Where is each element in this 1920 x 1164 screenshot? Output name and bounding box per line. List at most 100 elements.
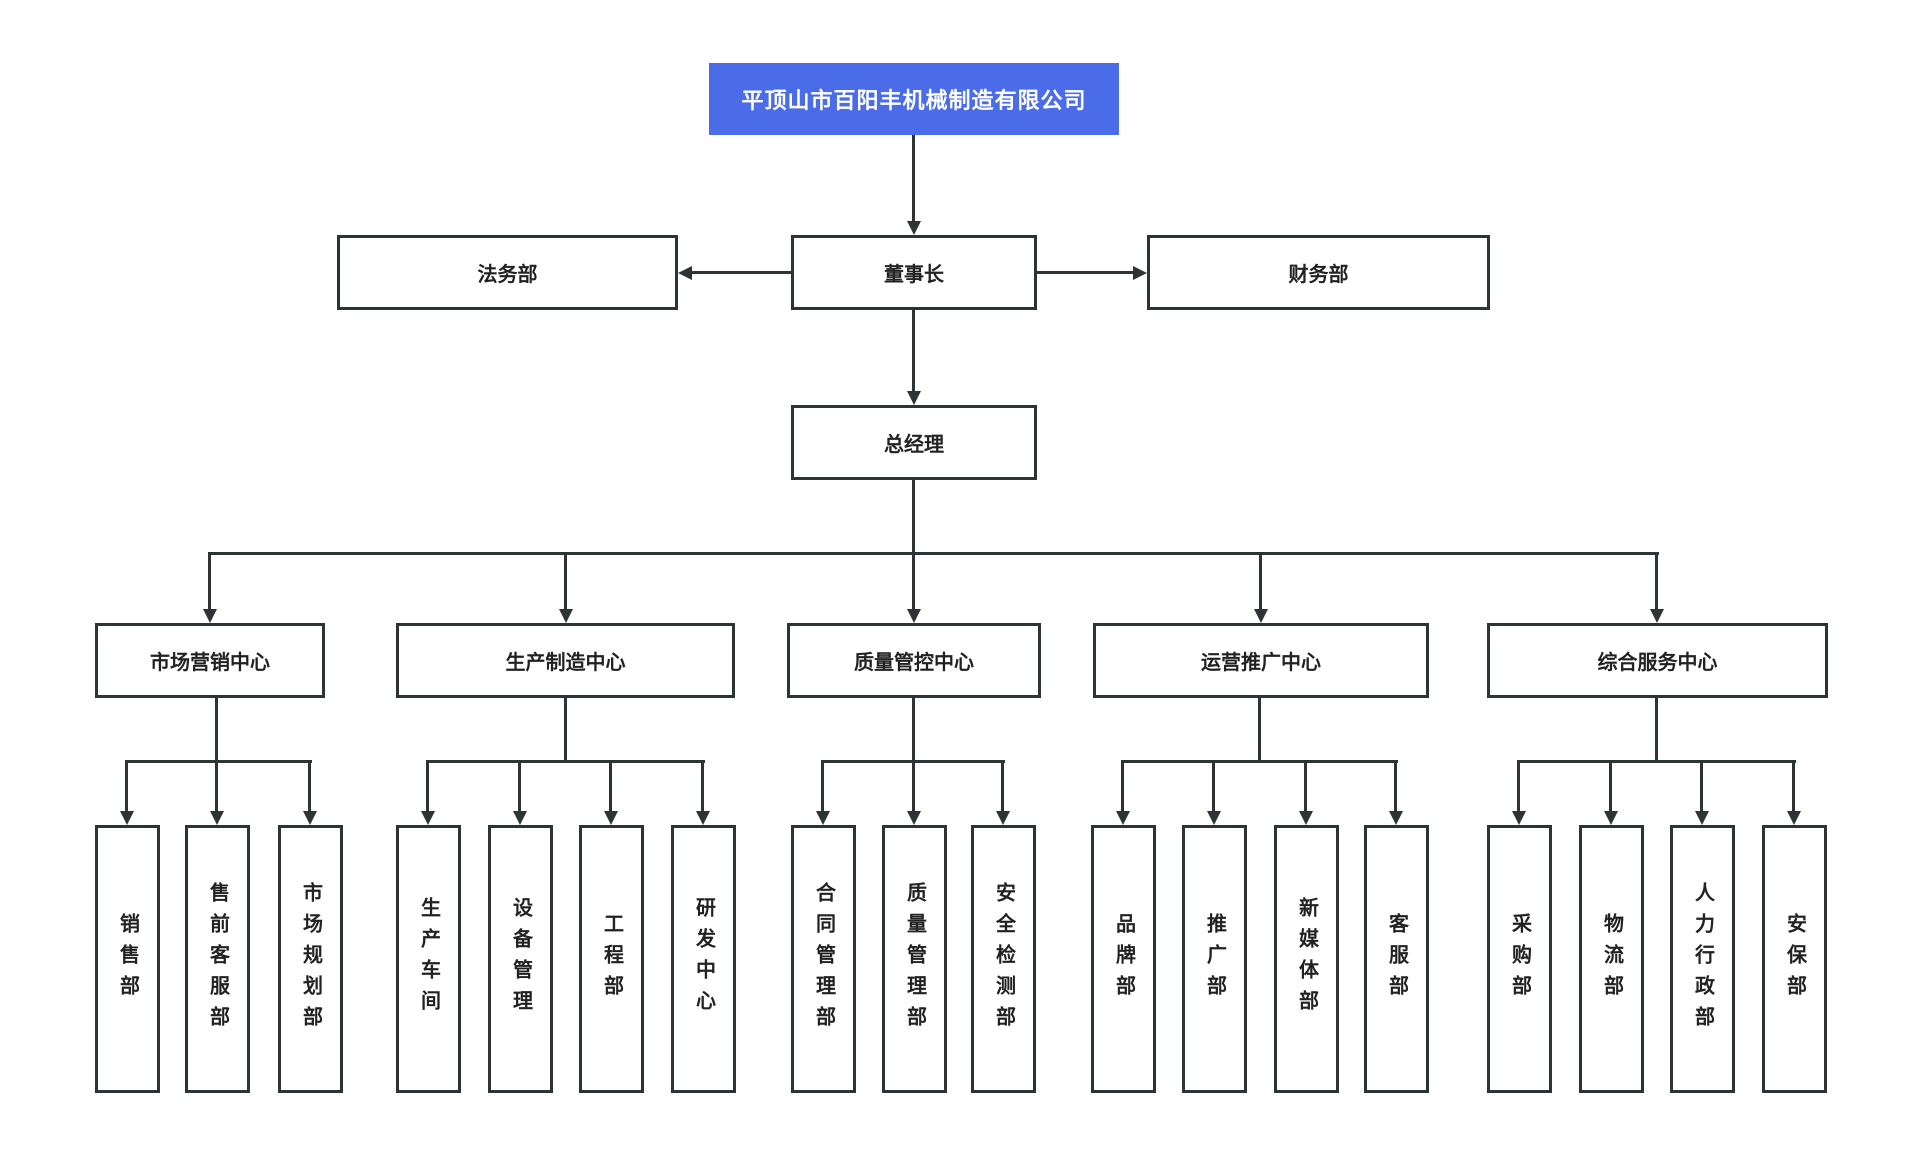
arrowhead-customer-service-icon — [1389, 811, 1403, 825]
service-center-label: 综合服务中心 — [1597, 652, 1718, 674]
org-node-rnd-center: 研发中心 — [671, 825, 736, 1093]
drop-line-logistics — [1609, 760, 1612, 811]
arrowhead-brand-icon — [1116, 811, 1130, 825]
edge-production-bus-line — [564, 698, 567, 760]
org-node-market-planning-dept: 市场规划部 — [278, 825, 343, 1093]
engineering-dept-label: 工程部 — [600, 912, 623, 1006]
service-bus-line — [1518, 760, 1796, 763]
org-node-logistics-dept: 物流部 — [1579, 825, 1644, 1093]
general-manager-label: 总经理 — [884, 434, 944, 456]
arrowhead-new-media-icon — [1299, 811, 1313, 825]
arrowhead-logistics-icon — [1604, 811, 1618, 825]
edge-chairman-finance-arrowhead-icon — [1133, 266, 1147, 280]
arrowhead-service-icon — [1650, 609, 1664, 623]
drop-line-rnd — [701, 760, 704, 811]
org-node-engineering-dept: 工程部 — [579, 825, 644, 1093]
drop-line-engineering — [609, 760, 612, 811]
drop-line-presales — [215, 760, 218, 811]
edge-service-bus-line — [1655, 698, 1658, 760]
marketing-bus-line — [126, 760, 312, 763]
marketing-center-label: 市场营销中心 — [150, 652, 270, 674]
arrowhead-marketing-icon — [203, 609, 217, 623]
drop-line-procurement — [1517, 760, 1520, 811]
production-workshop-label: 生产车间 — [417, 897, 440, 1021]
org-node-hr-admin-dept: 人力行政部 — [1670, 825, 1735, 1093]
drop-line-promotion — [1212, 760, 1215, 811]
edge-marketing-bus-line — [215, 698, 218, 760]
drop-line-security — [1792, 760, 1795, 811]
drop-line-brand — [1121, 760, 1124, 811]
org-node-procurement-dept: 采购部 — [1487, 825, 1552, 1093]
org-node-general-manager: 总经理 — [791, 405, 1037, 480]
edge-chairman-legal-arrowhead-icon — [678, 266, 692, 280]
drop-line-safety — [1001, 760, 1004, 811]
drop-line-customer-service — [1394, 760, 1397, 811]
org-node-quality-management-dept: 质量管理部 — [882, 825, 947, 1093]
arrowhead-quality-icon — [907, 609, 921, 623]
edge-chairman-finance-line — [1037, 271, 1133, 274]
procurement-dept-label: 采购部 — [1508, 912, 1531, 1006]
edge-chairman-gm-arrowhead-icon — [907, 391, 921, 405]
market-planning-dept-label: 市场规划部 — [299, 881, 322, 1037]
logistics-dept-label: 物流部 — [1600, 912, 1623, 1006]
org-node-legal-dept: 法务部 — [337, 235, 678, 310]
drop-line-market-planning — [308, 760, 311, 811]
sales-dept-label: 销售部 — [116, 912, 139, 1006]
org-node-brand-dept: 品牌部 — [1091, 825, 1156, 1093]
org-node-production-center: 生产制造中心 — [396, 623, 735, 698]
edge-root-chairman-arrowhead-icon — [907, 221, 921, 235]
security-dept-label: 安保部 — [1783, 912, 1806, 1006]
arrowhead-promotion-icon — [1207, 811, 1221, 825]
drop-line-equipment — [518, 760, 521, 811]
edge-gm-bus-line — [912, 480, 915, 552]
rnd-center-label: 研发中心 — [692, 897, 715, 1021]
org-node-equipment-management: 设备管理 — [488, 825, 553, 1093]
drop-line-sales — [125, 760, 128, 811]
main-bus-line — [209, 552, 1659, 555]
drop-line-marketing — [208, 552, 211, 609]
org-node-marketing-center: 市场营销中心 — [95, 623, 325, 698]
edge-chairman-legal-line — [692, 271, 791, 274]
legal-dept-label: 法务部 — [477, 264, 538, 286]
chairman-label: 董事长 — [884, 264, 944, 286]
operations-center-label: 运营推广中心 — [1201, 652, 1321, 674]
arrowhead-hr-admin-icon — [1695, 811, 1709, 825]
org-node-quality-center: 质量管控中心 — [787, 623, 1041, 698]
org-node-service-center: 综合服务中心 — [1487, 623, 1828, 698]
arrowhead-procurement-icon — [1512, 811, 1526, 825]
arrowhead-security-icon — [1787, 811, 1801, 825]
quality-management-dept-label: 质量管理部 — [903, 881, 926, 1037]
edge-root-chairman-line — [912, 135, 915, 221]
arrowhead-equipment-icon — [513, 811, 527, 825]
drop-line-quality-mgmt — [912, 760, 915, 811]
org-node-finance-dept: 财务部 — [1147, 235, 1490, 310]
drop-line-quality — [912, 552, 915, 609]
arrowhead-engineering-icon — [604, 811, 618, 825]
org-node-company-root: 平顶山市百阳丰机械制造有限公司 — [709, 63, 1119, 135]
safety-inspection-dept-label: 安全检测部 — [992, 881, 1015, 1037]
quality-center-label: 质量管控中心 — [854, 652, 974, 674]
new-media-dept-label: 新媒体部 — [1295, 897, 1318, 1021]
arrowhead-quality-mgmt-icon — [907, 811, 921, 825]
customer-service-dept-label: 客服部 — [1385, 912, 1408, 1006]
org-node-chairman: 董事长 — [791, 235, 1037, 310]
arrowhead-presales-icon — [210, 811, 224, 825]
arrowhead-rnd-icon — [696, 811, 710, 825]
production-bus-line — [427, 760, 705, 763]
org-node-promotion-dept: 推广部 — [1182, 825, 1247, 1093]
drop-line-contract — [821, 760, 824, 811]
arrowhead-production-icon — [559, 609, 573, 623]
arrowhead-workshop-icon — [421, 811, 435, 825]
drop-line-hr-admin — [1700, 760, 1703, 811]
hr-admin-dept-label: 人力行政部 — [1691, 881, 1714, 1037]
arrowhead-contract-icon — [816, 811, 830, 825]
org-node-safety-inspection-dept: 安全检测部 — [971, 825, 1036, 1093]
org-node-production-workshop: 生产车间 — [396, 825, 461, 1093]
drop-line-workshop — [426, 760, 429, 811]
brand-dept-label: 品牌部 — [1112, 912, 1135, 1006]
contract-management-dept-label: 合同管理部 — [812, 881, 835, 1037]
presales-service-dept-label: 售前客服部 — [206, 881, 229, 1037]
drop-line-production — [564, 552, 567, 609]
org-node-security-dept: 安保部 — [1762, 825, 1827, 1093]
